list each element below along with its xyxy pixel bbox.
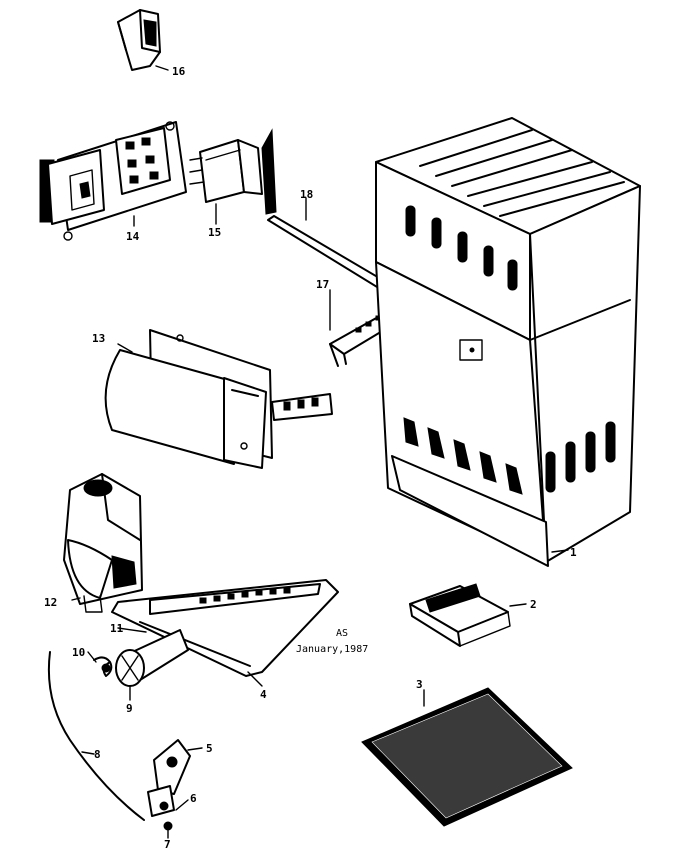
part-13-blower-motor	[104, 329, 333, 469]
part-15-transformer	[189, 128, 277, 215]
part-number-labels: 16 14 15 18 17 13 1 2 3 4 11 12 10 9 8 5…	[44, 65, 577, 849]
part-1-heat-exchanger	[375, 117, 641, 567]
part-16-bracket	[117, 9, 161, 71]
diagram-note: AS January,1987	[296, 628, 368, 655]
note-code: AS	[336, 628, 348, 639]
leader-lines	[71, 65, 569, 839]
part-3-filter	[361, 687, 573, 827]
label-part-15: 15	[208, 226, 221, 239]
part-4-burner	[111, 579, 339, 677]
part-9-shutter	[115, 629, 189, 687]
note-date: January,1987	[296, 644, 368, 655]
label-part-17: 17	[316, 278, 329, 291]
label-part-1: 1	[570, 546, 577, 559]
part-14-control-board	[39, 121, 187, 241]
part-10-spring	[93, 656, 113, 677]
part-8-thermocouple	[47, 651, 145, 821]
label-part-4: 4	[260, 688, 267, 701]
label-part-5: 5	[206, 742, 213, 755]
label-part-3: 3	[416, 678, 423, 691]
label-part-11: 11	[110, 622, 124, 635]
label-part-2: 2	[530, 598, 537, 611]
part-12-gas-valve	[63, 473, 143, 613]
label-part-10: 10	[72, 646, 85, 659]
label-part-16: 16	[172, 65, 186, 78]
label-part-9: 9	[126, 702, 133, 715]
label-part-6: 6	[190, 792, 197, 805]
label-part-18: 18	[300, 188, 313, 201]
label-part-13: 13	[92, 332, 105, 345]
label-part-12: 12	[44, 596, 57, 609]
label-part-7: 7	[164, 838, 171, 849]
part-2-limit-switch	[409, 583, 511, 647]
label-part-14: 14	[126, 230, 140, 243]
part-5-pilot-assembly	[147, 739, 191, 831]
label-part-8: 8	[94, 748, 101, 761]
